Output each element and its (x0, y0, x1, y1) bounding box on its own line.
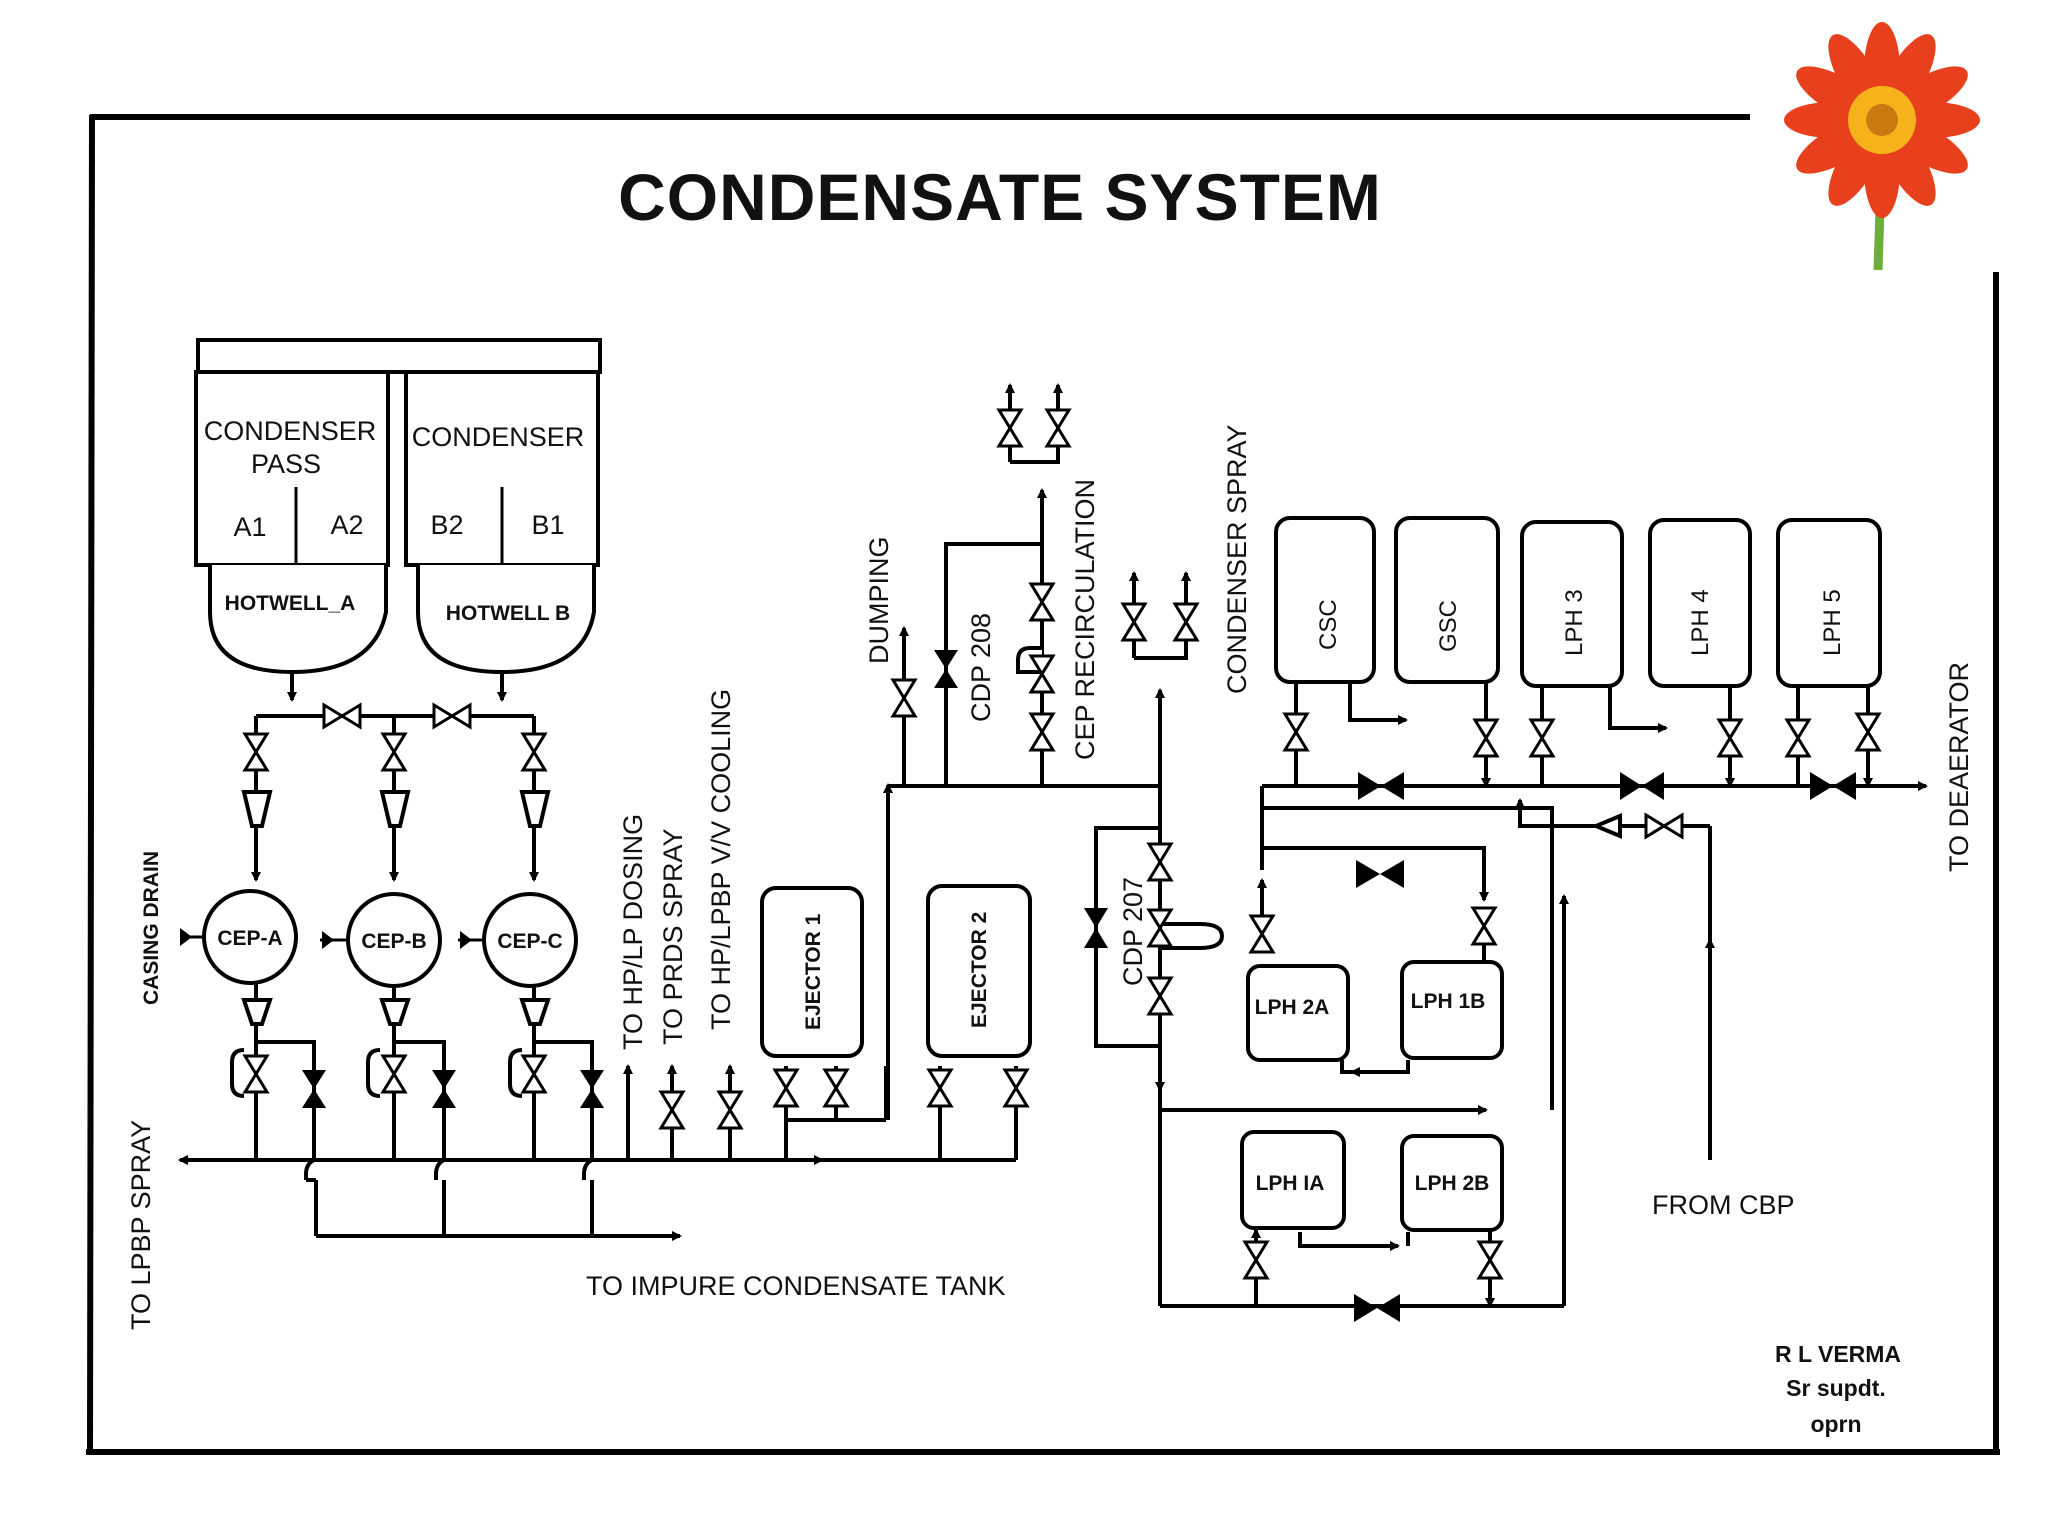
pump-suction-legs (241, 770, 551, 882)
to-prds-spray-label: TO PRDS SPRAY (658, 828, 688, 1045)
cep-drain-valves[interactable] (302, 1070, 604, 1108)
lph-2b-label: LPH 2B (1415, 1172, 1490, 1195)
suction-header (254, 672, 536, 740)
heater-train (1260, 516, 1928, 1160)
cdp-207-label: CDP 207 (1118, 877, 1148, 986)
hotwell-a-label: HOTWELL_A (225, 592, 356, 615)
hotwell-b-label: HOTWELL B (446, 602, 570, 625)
ejector-2-label: EJECTOR 2 (968, 912, 991, 1028)
recirculation-vent-valve-2[interactable] (1045, 408, 1071, 448)
pass-a2-label: A2 (330, 510, 363, 540)
condenser-a-pass-label: PASS (251, 449, 321, 479)
page-frame (86, 114, 2000, 1455)
lph-1b-outlet-valve[interactable] (1471, 906, 1497, 946)
gsc-outlet-valve[interactable] (1473, 718, 1499, 758)
lph-1a-2b-bypass-valve[interactable] (1354, 1294, 1400, 1322)
lph-2a-1b-bypass-valve[interactable] (1356, 860, 1404, 888)
condenser-spray-valve-1[interactable] (1121, 602, 1147, 642)
gsc-label: GSC (1435, 600, 1462, 652)
lph3-inlet-valve[interactable] (1529, 718, 1555, 758)
lph4-label: LPH 4 (1687, 589, 1714, 656)
lph3-label: LPH 3 (1561, 589, 1588, 656)
cep-c-label: CEP-C (497, 930, 562, 953)
dumping-valve[interactable] (891, 678, 917, 718)
condenser-assembly (194, 338, 602, 675)
to-impure-tank-label: TO IMPURE CONDENSATE TANK (586, 1271, 1006, 1301)
lph5-inlet-valve[interactable] (1785, 718, 1811, 758)
csc-inlet-valve[interactable] (1283, 712, 1309, 752)
ejector-1-label: EJECTOR 1 (802, 913, 825, 1030)
lph-1a-label: LPH IA (1256, 1172, 1325, 1195)
to-lpbp-spray-label: TO LPBP SPRAY (126, 1120, 156, 1330)
flower-icon (1784, 22, 1980, 271)
signature-designation: Sr supdt. (1786, 1375, 1886, 1401)
from-cbp-label: FROM CBP (1652, 1190, 1795, 1220)
cep-c-suction-valve[interactable] (521, 732, 547, 772)
pass-b2-label: B2 (430, 510, 463, 540)
cep-a-label: CEP-A (217, 927, 282, 950)
to-hp-lpbp-cooling-label: TO HP/LPBP V/V COOLING (706, 689, 736, 1030)
lph-boxes-low (1240, 960, 1504, 1232)
to-hp-lp-dosing-label: TO HP/LP DOSING (618, 814, 648, 1050)
cdp-208-bypass-valve[interactable] (934, 650, 958, 688)
hotwell-equalizer-valve-2[interactable] (432, 703, 472, 729)
recirculation-valve-2[interactable] (1029, 712, 1055, 752)
cdp-207-station (1094, 786, 1225, 1120)
to-deaerator-label: TO DEAERATOR (1944, 662, 1974, 872)
lph-1b-label: LPH 1B (1411, 990, 1486, 1013)
lph5-outlet-valve[interactable] (1855, 712, 1881, 752)
condenser-spray-label: CONDENSER SPRAY (1222, 424, 1252, 694)
cep-a-suction-valve[interactable] (243, 732, 269, 772)
cep-b-suction-valve[interactable] (381, 732, 407, 772)
ejector-1-outlet-valve[interactable] (823, 1068, 849, 1108)
condenser-spray-valve-2[interactable] (1173, 602, 1199, 642)
dumping-label: DUMPING (864, 537, 894, 665)
csc-label: CSC (1315, 599, 1342, 650)
cep-b-discharge-valve[interactable] (381, 1054, 407, 1094)
prds-spray-valve[interactable] (717, 1090, 743, 1130)
lph-2b-outlet-valve[interactable] (1477, 1240, 1503, 1280)
lph3-lph4-bypass-valve[interactable] (1620, 772, 1664, 800)
signature-name: R L VERMA (1775, 1341, 1901, 1367)
recirculation-vent-valve-1[interactable] (997, 408, 1023, 448)
csc-gsc-bypass-valve[interactable] (1358, 772, 1404, 800)
lph5-label: LPH 5 (1819, 589, 1846, 656)
lph5-bypass-valve[interactable] (1810, 772, 1856, 800)
casing-drain-label: CASING DRAIN (140, 851, 163, 1005)
cep-recirculation-label: CEP RECIRCULATION (1070, 479, 1100, 760)
cep-b-label: CEP-B (361, 930, 426, 953)
pass-b1-label: B1 (531, 510, 564, 540)
recirculation-valve-1[interactable] (1029, 582, 1055, 622)
condenser-b-label: CONDENSER (412, 422, 585, 452)
lph-2a-inlet-valve[interactable] (1249, 914, 1275, 954)
cep-a-discharge-valve[interactable] (243, 1054, 269, 1094)
page-title: CONDENSATE SYSTEM (618, 160, 1382, 234)
dosing-valve[interactable] (659, 1090, 685, 1130)
ejector-2-outlet-valve[interactable] (1003, 1068, 1029, 1108)
condenser-a-label: CONDENSER (204, 416, 377, 446)
lph4-outlet-valve[interactable] (1717, 718, 1743, 758)
pass-a1-label: A1 (233, 512, 266, 542)
lph-2a-label: LPH 2A (1255, 996, 1330, 1019)
cep-pumps (180, 889, 578, 988)
discharge-header (178, 783, 1018, 1241)
cdp-207-bypass-valve[interactable] (1084, 908, 1108, 948)
pump-discharge-lines (230, 984, 594, 1160)
cbp-inlet-valve[interactable] (1644, 813, 1684, 839)
hotwell-equalizer-valve-1[interactable] (322, 703, 362, 729)
cep-c-discharge-valve[interactable] (521, 1054, 547, 1094)
cdp-207-outlet-valve[interactable] (1147, 976, 1173, 1016)
ejector-2-inlet-valve[interactable] (927, 1068, 953, 1108)
signature-dept: oprn (1810, 1411, 1861, 1437)
cdp-207-inlet-valve[interactable] (1147, 842, 1173, 882)
cdp-208-label: CDP 208 (966, 613, 996, 722)
ejectors (760, 884, 1032, 1058)
lph-1a-inlet-valve[interactable] (1243, 1240, 1269, 1280)
ejector-1-inlet-valve[interactable] (773, 1068, 799, 1108)
